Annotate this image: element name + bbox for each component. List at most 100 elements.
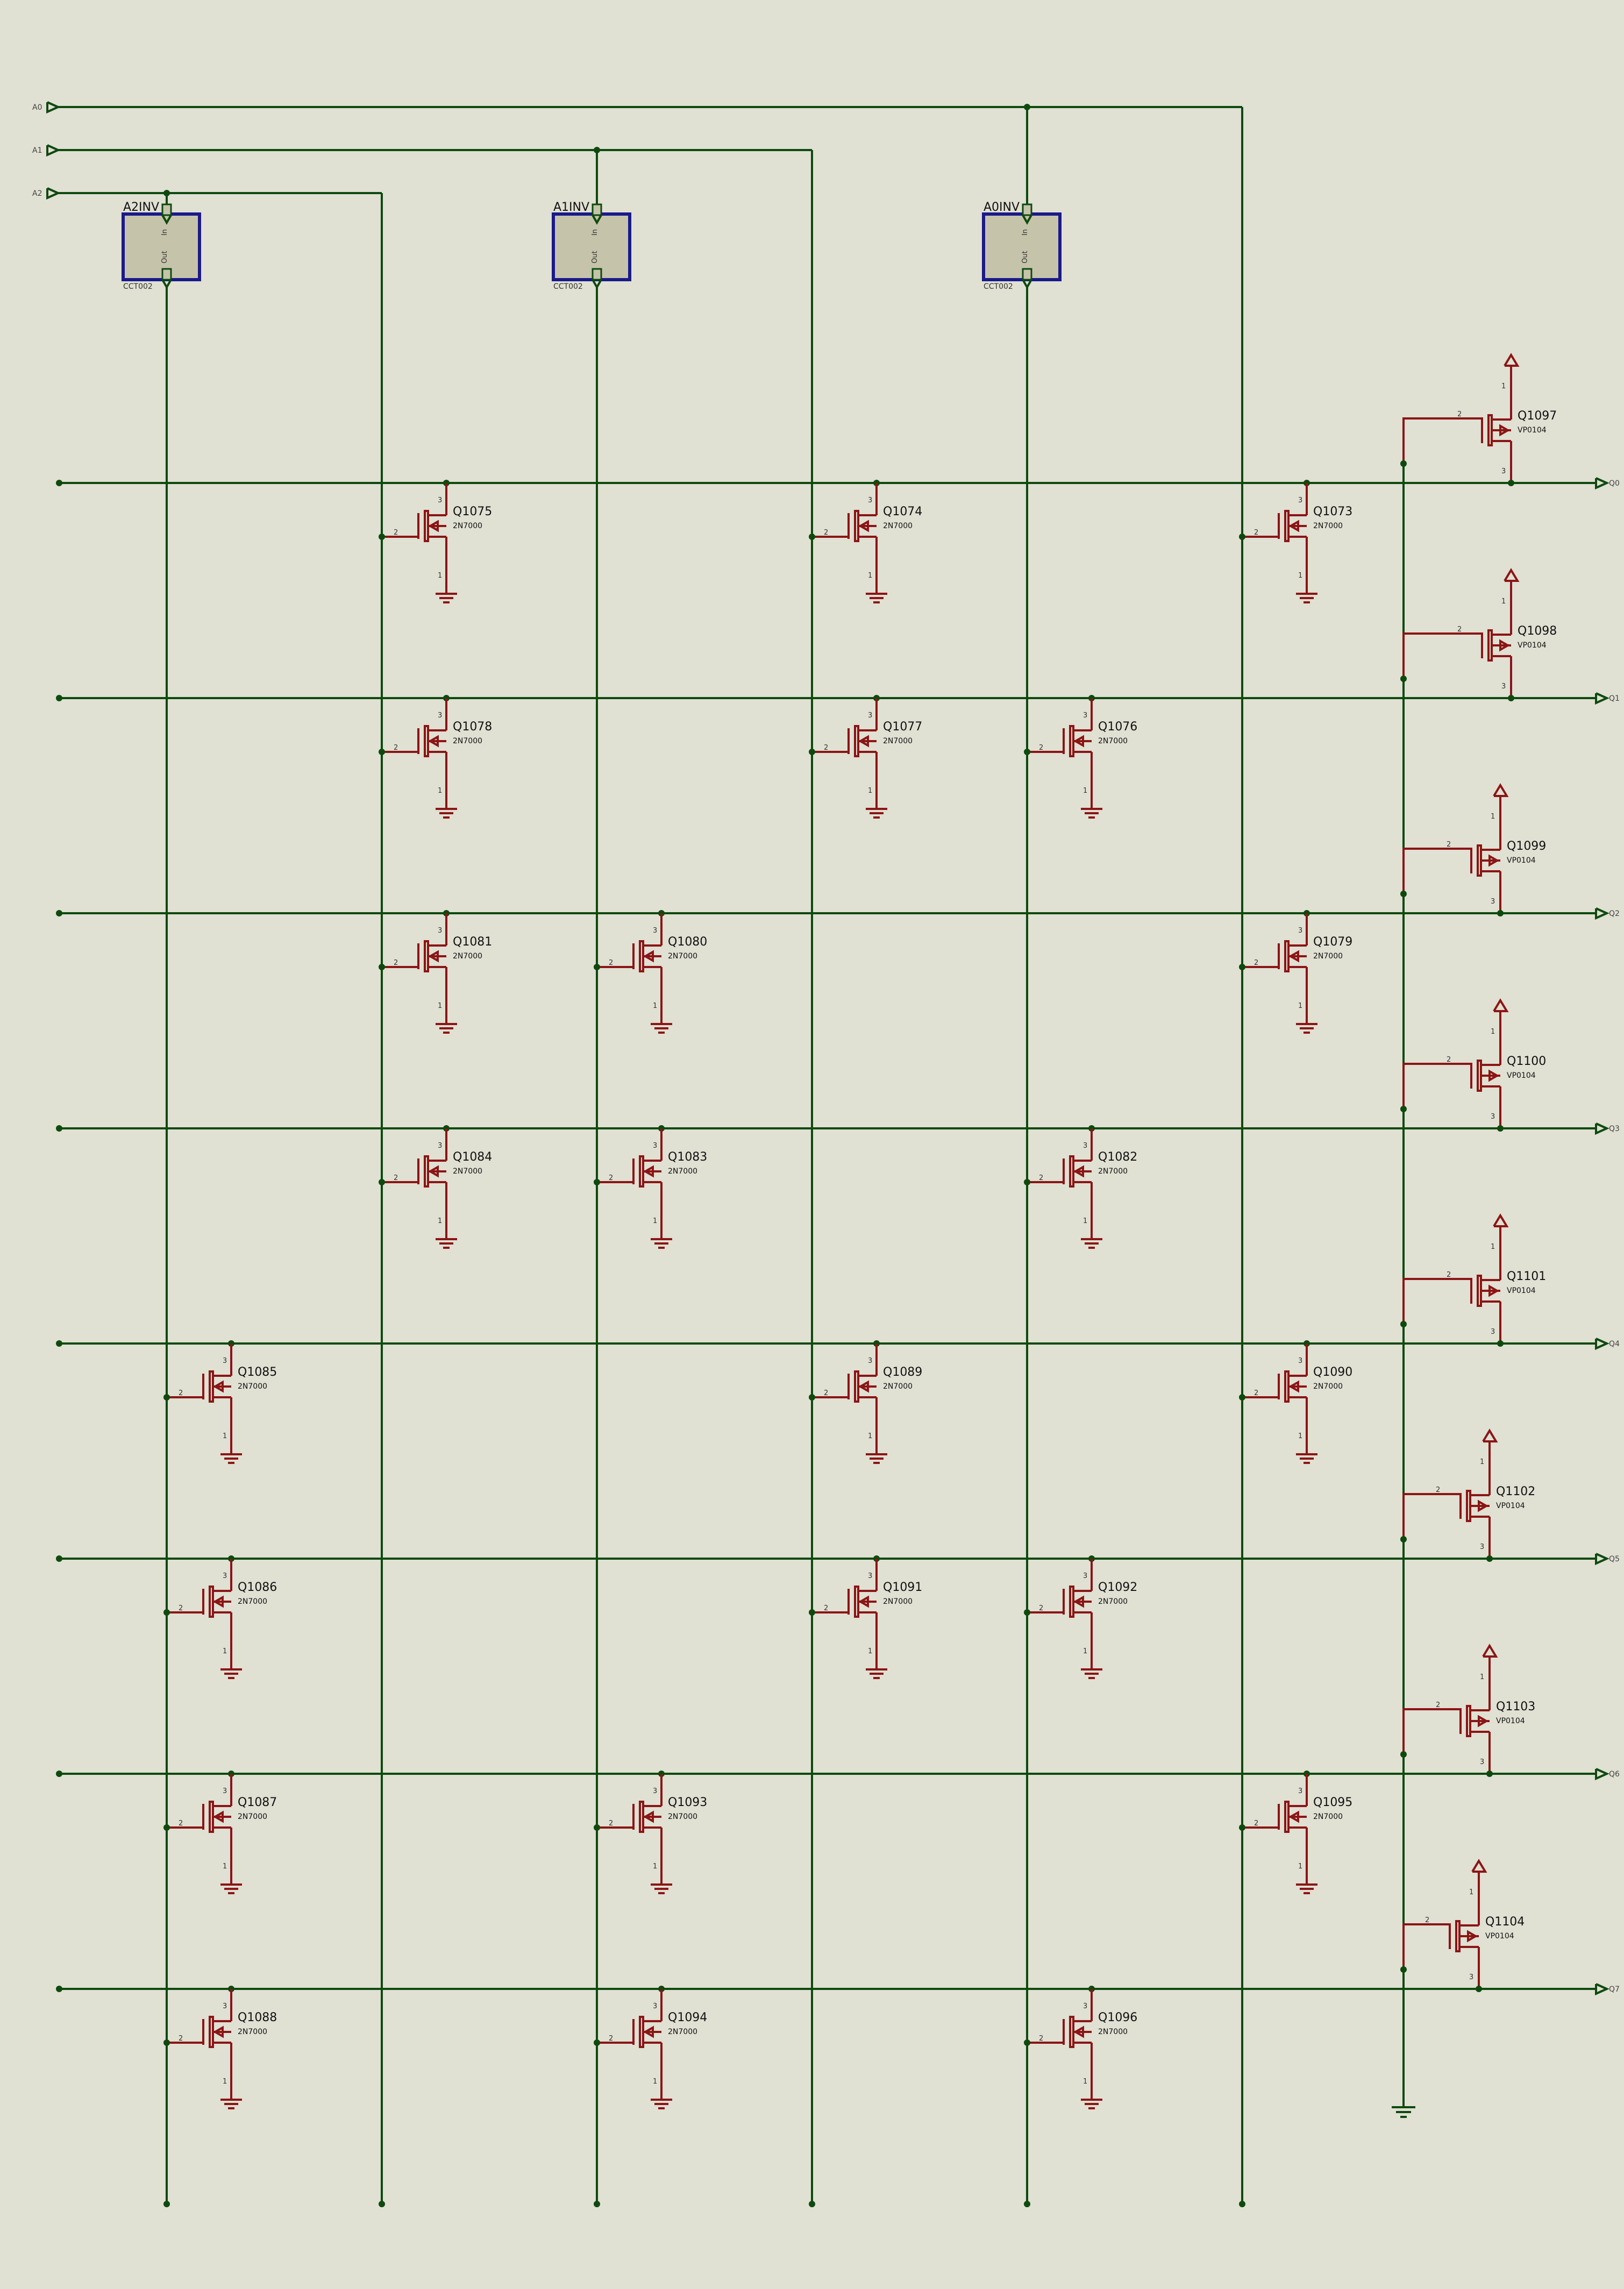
supply-icon <box>1493 783 1509 797</box>
gate-junction-dot <box>163 2039 170 2046</box>
nmos-ref-label: Q1093 <box>668 1796 707 1809</box>
nmos-ref-label: Q1083 <box>668 1150 707 1164</box>
source-pin-number: 1 <box>868 1432 872 1440</box>
body-arrow <box>215 2025 224 2038</box>
gate-pin-number: 2 <box>179 1389 183 1397</box>
source-pin-number: 1 <box>653 1002 657 1010</box>
drain-pin-number: 3 <box>653 927 657 935</box>
body-arrow <box>430 735 439 748</box>
gate-pin-number: 2 <box>1039 1604 1043 1612</box>
output-port-label-q6: Q6 <box>1609 1770 1620 1779</box>
gate-lead <box>1402 632 1482 679</box>
drain-junction-dot <box>1486 1555 1493 1562</box>
nmos-value-label: 2N7000 <box>1313 1382 1343 1391</box>
inverter-body <box>122 212 201 281</box>
nmos-value-label: 2N7000 <box>1098 2028 1128 2036</box>
row-start-dot <box>56 910 62 916</box>
gate-junction-dot <box>594 2039 600 2046</box>
gate-junction-dot <box>594 1179 600 1185</box>
body-arrow <box>1290 950 1299 963</box>
ground-icon <box>1296 1883 1317 1894</box>
channel-bar <box>1069 2016 1074 2048</box>
nmos-ref-label: Q1090 <box>1313 1366 1352 1379</box>
gate-junction-dot <box>1239 964 1245 970</box>
gate-pin-number: 2 <box>394 1174 398 1182</box>
channel-bar <box>1284 510 1290 542</box>
drain-pin-number: 3 <box>868 1357 872 1365</box>
nmos-value-label: 2N7000 <box>453 737 482 745</box>
nmos-value-label: 2N7000 <box>1098 1167 1128 1176</box>
body-arrow <box>645 1810 654 1823</box>
body-arrow <box>645 2025 654 2038</box>
output-port-label-q7: Q7 <box>1609 1985 1620 1994</box>
gate-pin-number: 2 <box>394 959 398 967</box>
gate-junction-dot <box>1024 1609 1030 1616</box>
source-pin-number: 1 <box>1083 1647 1087 1655</box>
pmos-ref-label: Q1098 <box>1518 624 1557 638</box>
drain-pin-number: 3 <box>223 1357 227 1365</box>
supply-icon <box>1493 1213 1509 1227</box>
nmos-value-label: 2N7000 <box>883 1382 913 1391</box>
body-arrow <box>1075 1595 1084 1608</box>
gate-pin-number: 2 <box>824 1389 828 1397</box>
source-pin-number: 1 <box>1491 1243 1495 1251</box>
nmos-value-label: 2N7000 <box>668 952 697 961</box>
drain-junction-dot <box>1486 1771 1493 1777</box>
gate-pin-number: 2 <box>824 744 828 752</box>
inverter-ref-label: A2INV <box>123 201 159 214</box>
inverter-value-label: CCT002 <box>984 282 1013 291</box>
pmos-value-label: VP0104 <box>1507 1071 1536 1080</box>
body-arrow <box>1488 1069 1498 1082</box>
body-arrow <box>860 1595 869 1608</box>
inverter-arrow-out <box>161 279 172 290</box>
inverter-arrow-out <box>1022 279 1032 290</box>
drain-junction-dot <box>1497 1125 1504 1132</box>
gate-pin-number: 2 <box>394 744 398 752</box>
inverter-pin-in <box>161 203 172 216</box>
gate-junction-dot <box>1400 1751 1407 1758</box>
inverter-body <box>552 212 631 281</box>
gate-pin-number: 2 <box>824 529 828 537</box>
inverter-pin-out <box>1022 268 1032 281</box>
nmos-ref-label: Q1074 <box>883 505 922 518</box>
pmos-value-label: VP0104 <box>1518 426 1547 435</box>
inverter-pin-in <box>592 203 602 216</box>
ground-icon <box>1081 2099 1102 2109</box>
body-arrow <box>215 1810 224 1823</box>
row-start-dot <box>56 695 62 701</box>
gate-junction-dot <box>1400 1321 1407 1327</box>
drain-pin-number: 3 <box>223 2002 227 2010</box>
nmos-value-label: 2N7000 <box>668 1167 697 1176</box>
source-pin-number: 1 <box>1083 1217 1087 1225</box>
source-pin-number: 1 <box>653 1863 657 1871</box>
drain-pin-number: 3 <box>1469 1973 1473 1981</box>
body-arrow <box>1478 1499 1487 1512</box>
nmos-value-label: 2N7000 <box>883 522 913 530</box>
body-arrow <box>430 950 439 963</box>
nmos-ref-label: Q1092 <box>1098 1581 1137 1594</box>
channel-bar <box>209 2016 214 2048</box>
ground-icon <box>866 593 887 603</box>
channel-bar <box>1487 629 1493 662</box>
source-pin-number: 1 <box>1501 382 1506 390</box>
inverter-pin-out <box>592 268 602 281</box>
nmos-value-label: 2N7000 <box>238 1597 267 1606</box>
drain-junction-dot <box>1476 1986 1482 1992</box>
gate-lead <box>1402 848 1471 894</box>
ground-icon <box>1392 2106 1415 2118</box>
gate-junction-dot <box>163 1609 170 1616</box>
nmos-ref-label: Q1081 <box>453 935 492 949</box>
body-arrow <box>1478 1715 1487 1728</box>
inverter-pin-in-label: In <box>1021 229 1029 236</box>
bus-end-dot <box>1239 2201 1245 2207</box>
